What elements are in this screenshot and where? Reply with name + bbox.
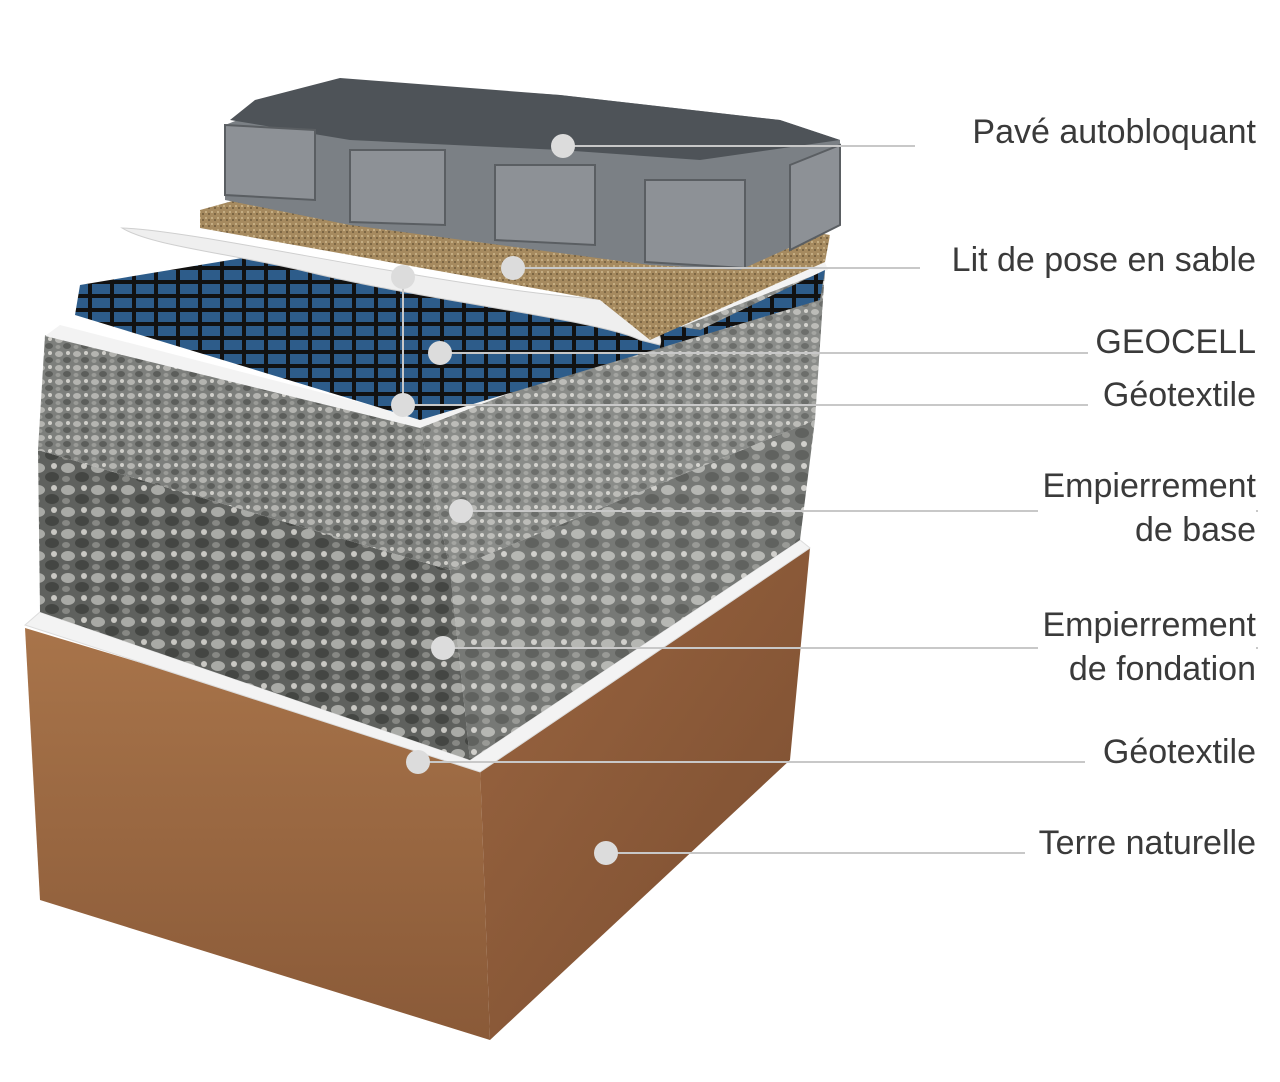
label-line: Empierrement (1042, 606, 1256, 644)
geotextile-flap (120, 227, 662, 346)
label-line: Empierrement (1042, 467, 1256, 505)
label-natural-soil: Terre naturelle (1034, 821, 1256, 865)
label-paver: Pavé autobloquant (968, 110, 1256, 154)
base-gravel-layer (38, 270, 825, 570)
label-lower-geotextile: Géotextile (1098, 730, 1256, 774)
callout-dots (391, 134, 618, 865)
label-sand-bed: Lit de pose en sable (947, 238, 1256, 282)
label-base-gravel: Empierrement de base (1038, 464, 1256, 552)
soil-layer (25, 548, 810, 1040)
interlocking-pavers (224, 78, 841, 270)
label-line: de base (1135, 511, 1256, 549)
label-upper-geotextile: Géotextile (1098, 373, 1256, 417)
geocell-grid (75, 255, 825, 420)
label-geocell: GEOCELL (1091, 320, 1256, 364)
foundation-gravel-layer (38, 420, 815, 760)
label-line: de fondation (1068, 650, 1256, 688)
label-foundation-gravel: Empierrement de fondation (1038, 603, 1256, 691)
